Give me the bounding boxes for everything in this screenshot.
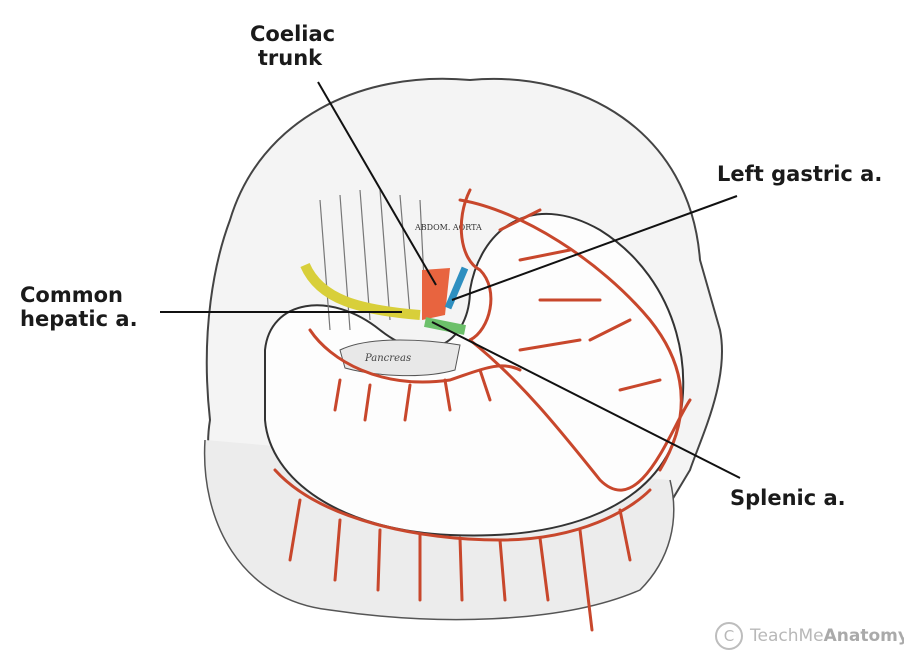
label-line: trunk: [257, 46, 323, 70]
watermark-bold: Anatomy: [823, 626, 904, 646]
label-left-gastric: Left gastric a.: [717, 162, 883, 186]
hatching: [319, 189, 426, 331]
label-line: Common: [20, 283, 123, 307]
label-line: hepatic a.: [20, 307, 138, 331]
splenic-vessel: [424, 317, 466, 335]
label-splenic: Splenic a.: [730, 486, 846, 510]
arteries: [273, 188, 692, 632]
aorta-text: ABDOM. AORTA: [414, 223, 482, 232]
common-hepatic-vessel: [300, 262, 421, 320]
watermark-light: TeachMe: [750, 626, 824, 646]
label-line: Coeliac: [250, 22, 336, 46]
label-coeliac-trunk: Coeliac trunk: [250, 22, 336, 70]
copyright-icon: C: [715, 622, 743, 650]
coeliac-trunk-vessel: [422, 268, 450, 320]
left-gastric-vessel: [444, 266, 469, 310]
leader-lines: [160, 81, 741, 479]
label-common-hepatic: Common hepatic a.: [20, 283, 138, 331]
pancreas-text: Pancreas: [364, 353, 411, 364]
